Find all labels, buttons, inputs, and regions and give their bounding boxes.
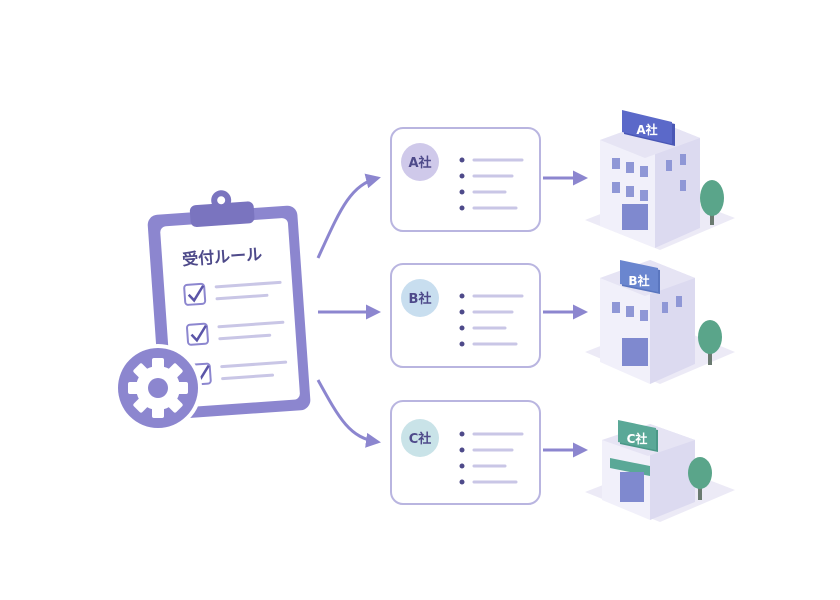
company-sign-label: C社 — [627, 431, 648, 446]
checkbox-icon — [186, 322, 209, 346]
company-sign: C社 — [618, 420, 658, 452]
company-sign-label: A社 — [636, 122, 657, 137]
building-icon: B社 — [585, 260, 735, 384]
company-badge-label: C社 — [409, 431, 432, 447]
check-mark-icon — [187, 285, 205, 303]
detail-list — [459, 157, 524, 211]
checklist-row — [186, 320, 285, 346]
company-sign: A社 — [622, 110, 675, 146]
building-icon: A社 — [585, 110, 735, 250]
clip-icon — [189, 190, 255, 228]
company-badge-label: B社 — [409, 291, 432, 307]
tree-icon — [700, 180, 724, 225]
building-icon: C社 — [585, 420, 735, 522]
routing-arrows — [316, 173, 381, 448]
check-mark-icon — [190, 324, 207, 343]
arrow-icon — [316, 379, 381, 448]
detail-list — [459, 431, 524, 485]
company-card-c: C社 — [390, 400, 541, 505]
company-badge — [401, 279, 439, 317]
delivery-arrows — [543, 170, 588, 458]
tree-icon — [688, 457, 712, 500]
company-card-a: A社 — [390, 127, 541, 232]
company-sign-label: B社 — [628, 273, 649, 288]
checkbox-icon — [183, 282, 207, 306]
company-sign: B社 — [620, 260, 660, 294]
checklist-row — [183, 280, 282, 306]
company-card-b: B社 — [390, 263, 541, 368]
detail-list — [459, 293, 524, 347]
company-badge — [401, 143, 439, 181]
gear-icon — [114, 344, 202, 432]
arrow-icon — [316, 173, 381, 259]
tree-icon — [698, 320, 722, 365]
company-badge — [401, 419, 439, 457]
company-badge-label: A社 — [408, 155, 431, 171]
